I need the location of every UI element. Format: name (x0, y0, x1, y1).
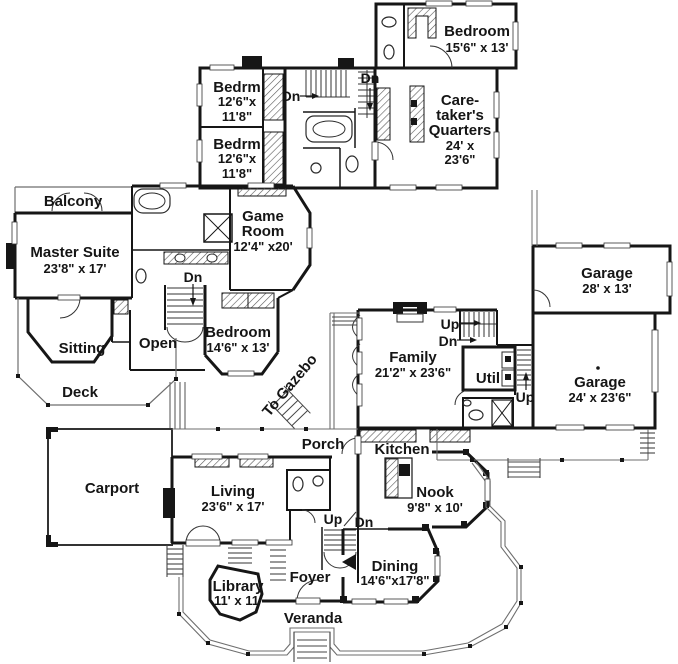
label-dining-dims: 14'6"x17'8" (360, 573, 430, 588)
label-bedroom-top-right: Bedroom (444, 23, 510, 40)
label-carport: Carport (84, 480, 140, 497)
label-game-room-1: Game (242, 208, 284, 225)
stair-arrows (190, 88, 529, 390)
label-master-suite-dims: 23'8" x 17' (43, 261, 107, 276)
label-bedroom-middle-dims: 14'6" x 13' (206, 340, 270, 355)
label-nook-dims: 9'8" x 10' (407, 500, 463, 515)
label-dining: Dining (371, 558, 419, 575)
label-library: Library (212, 578, 264, 595)
label-nook: Nook (416, 484, 454, 501)
kitchen-nook-block (341, 428, 490, 529)
gazebo-walkway (267, 385, 311, 429)
label-deck: Deck (62, 384, 98, 401)
label-bedrm-1-dims1: 12'6"x (217, 94, 257, 109)
label-game-room-2: Room (241, 223, 285, 240)
foyer-stair-block (262, 511, 359, 603)
label-kitchen: Kitchen (374, 441, 430, 458)
label-porch: Porch (301, 436, 345, 453)
label-veranda: Veranda (283, 610, 343, 627)
label-garage-upper-dims: 28' x 13' (582, 281, 632, 296)
label-dn-foyer-stairs: Dn (354, 514, 374, 530)
label-bedroom-middle: Bedroom (205, 324, 271, 341)
porch-veranda-outline (166, 312, 655, 662)
label-game-room-dims: 12'4" x20' (233, 239, 293, 254)
label-caretaker-2: taker's (436, 107, 484, 124)
label-garage-lower: Garage (574, 374, 626, 391)
label-dn-upper-hall-stairs: Dn (281, 88, 301, 104)
label-dn-family-stairs: Dn (438, 333, 458, 349)
label-caretaker-dims1: 24' x (445, 138, 475, 153)
label-up-foyer-stairs: Up (323, 511, 343, 527)
upper-hall-stairs-block (283, 58, 377, 190)
label-garage-upper: Garage (581, 265, 633, 282)
label-bedrm-1: Bedrm (213, 79, 261, 96)
label-garage-lower-dims: 24' x 23'6" (568, 390, 632, 405)
label-dn-open-stairs: Dn (183, 269, 203, 285)
label-up-family-stairs: Up (440, 316, 460, 332)
window-symbols (11, 0, 673, 605)
label-dn-caretaker-stairs: Dn (360, 70, 380, 86)
label-master-suite: Master Suite (30, 244, 120, 261)
label-living: Living (210, 483, 256, 500)
label-balcony: Balcony (43, 193, 103, 210)
middle-bedroom-block (203, 285, 294, 376)
label-sitting: Sitting (58, 340, 106, 357)
label-caretaker-1: Care- (440, 92, 480, 109)
open-stair-sitting-block (26, 285, 205, 371)
label-caretaker-dims2: 23'6" (444, 152, 476, 167)
caretaker-bedroom-block (373, 2, 518, 190)
library-block (208, 547, 264, 622)
deck-outline (16, 298, 186, 429)
label-bedrm-2-dims2: 11'8" (221, 166, 253, 181)
label-bedrm-2: Bedrm (213, 136, 261, 153)
label-family: Family (389, 349, 437, 366)
label-library-dims: 11' x 11' (213, 593, 263, 608)
label-foyer: Foyer (289, 569, 331, 586)
label-up-garage-stairs: Up (515, 389, 535, 405)
label-family-dims: 21'2" x 23'6" (374, 365, 452, 380)
label-bedrm-2-dims1: 12'6"x (217, 151, 257, 166)
label-bedrm-1-dims2: 11'8" (221, 109, 253, 124)
label-bedroom-top-right-dims: 15'6" x 13' (445, 40, 509, 55)
label-util: Util (475, 370, 501, 387)
label-living-dims: 23'6" x 17' (201, 499, 265, 514)
label-caretaker-3: Quarters (428, 122, 492, 139)
label-open: Open (138, 335, 178, 352)
